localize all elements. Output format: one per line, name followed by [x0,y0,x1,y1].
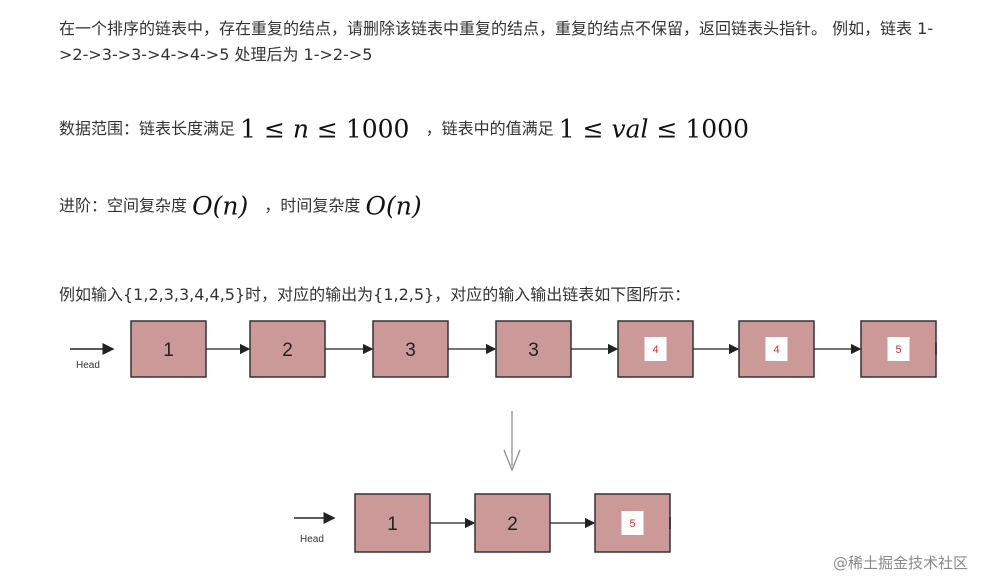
output-head-label: Head [300,534,324,545]
input-node-value-5: 4 [652,344,658,356]
length-constraint-var: n [292,114,309,144]
advanced-mid: ，时间复杂度 [264,196,361,215]
space-complexity: O(n) [192,191,249,221]
example-text: 例如输入{1,2,3,3,4,4,5}时，对应的输出为{1,2,5}，对应的输入… [59,285,691,304]
value-constraint-rhs: ≤ 1000 [648,114,749,144]
input-node-value-1: 1 [163,340,174,361]
watermark: @稀土掘金技术社区 [832,554,968,572]
length-constraint-rhs: ≤ 1000 [308,114,410,144]
length-constraint-lhs: 1 ≤ [240,114,293,144]
output-node-value-2: 2 [507,514,518,535]
problem-description: 在一个排序的链表中，存在重复的结点，请删除该链表中重复的结点，重复的结点不保留，… [59,19,934,64]
input-node-2 [249,320,326,378]
input-node-label-box-7 [887,337,910,361]
data-range-line: 数据范围：链表长度满足 1 ≤ n ≤ 1000 ，链表中的值满足 1 ≤ va… [59,116,749,143]
input-node-value-4: 3 [528,340,539,361]
input-node-value-2: 2 [282,340,293,361]
transform-arrow [503,411,521,472]
output-node-2 [474,493,551,553]
input-node-value-3: 3 [405,340,416,361]
value-constraint-var: val [611,114,649,144]
advanced-prefix: 进阶：空间复杂度 [59,196,188,215]
output-node-label-box-3 [621,511,644,535]
output-node-value-1: 1 [387,514,398,535]
output-node-1 [354,493,431,553]
input-node-4 [495,320,572,378]
input-linked-list: Head 1 2 3 3 4 4 5 [70,320,937,378]
time-complexity: O(n) [365,191,422,221]
range-mid: ，链表中的值满足 [425,119,554,138]
advanced-line: 进阶：空间复杂度 O(n) ，时间复杂度 O(n) [59,193,422,220]
input-node-value-6: 4 [773,344,779,356]
output-linked-list: Head 1 2 5 [294,493,671,553]
input-node-value-7: 5 [895,344,901,356]
input-node-label-box-5 [644,337,667,361]
output-node-value-3: 5 [629,518,635,530]
input-head-label: Head [76,360,100,371]
range-prefix: 数据范围：链表长度满足 [59,119,236,138]
value-constraint-lhs: 1 ≤ [558,114,612,144]
length-constraint: 1 ≤ n ≤ 1000 [240,115,409,144]
value-constraint: 1 ≤ val ≤ 1000 [559,115,749,144]
input-node-label-box-6 [765,337,788,361]
